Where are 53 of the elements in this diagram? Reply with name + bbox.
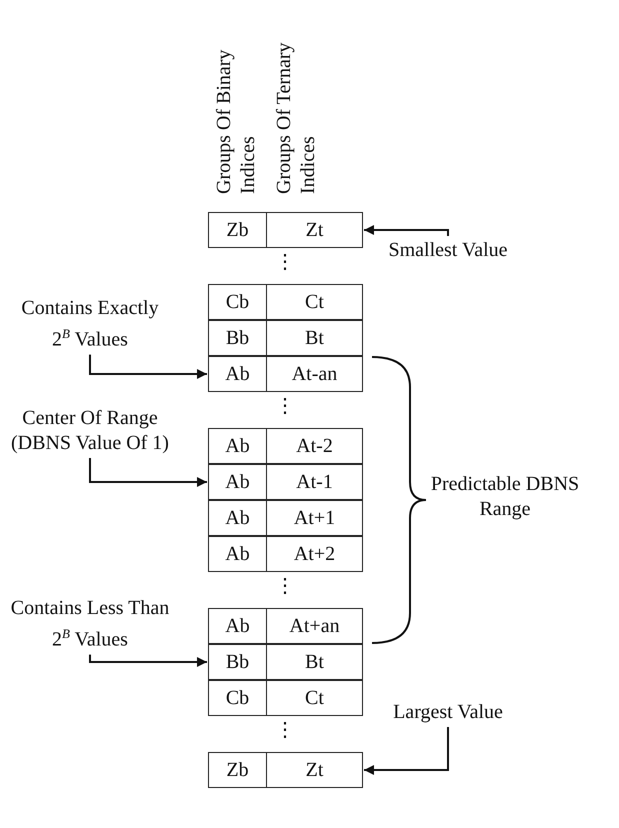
table-cell-text: At+1 <box>292 506 336 530</box>
table-row <box>208 284 363 320</box>
range-label: Predictable DBNS Range <box>430 472 580 522</box>
table-cell: Ab <box>209 501 267 535</box>
table-row <box>208 644 363 680</box>
ellipsis: ⋮ <box>274 250 296 275</box>
table-row <box>208 356 363 392</box>
table-cell: Cb <box>209 285 267 319</box>
table-cell-text: At+2 <box>292 542 336 566</box>
table-cell-text: Ct <box>304 290 325 314</box>
ellipsis: ⋮ <box>274 574 296 599</box>
annotation-text: Contains Exactly 2$^{B}$ Values <box>10 296 170 353</box>
arrow <box>364 727 449 775</box>
table-cell: Ab <box>209 357 267 391</box>
table-cell: Zb <box>209 213 267 247</box>
table-row <box>208 464 363 500</box>
ellipsis: ⋮ <box>274 718 296 743</box>
column-header: Groups Of Ternary Indices <box>272 41 320 194</box>
annotation-text: Smallest Value <box>378 238 518 263</box>
table-cell-text: At+an <box>288 614 341 638</box>
column-header: Groups Of Binary Indices <box>212 48 260 194</box>
table-cell: Bb <box>209 321 267 355</box>
table-cell-text: Bt <box>304 650 325 674</box>
annotation-text: Largest Value <box>378 700 518 725</box>
table-row <box>208 608 363 644</box>
arrow <box>89 458 207 487</box>
table-cell-text: Ct <box>304 686 325 710</box>
table-cell-text: Bt <box>304 326 325 350</box>
table-row <box>208 212 363 248</box>
ellipsis: ⋮ <box>274 394 296 419</box>
table-cell-text: Zt <box>304 218 324 242</box>
arrow <box>364 225 449 236</box>
table-cell: Ab <box>209 465 267 499</box>
table-cell: Ab <box>209 537 267 571</box>
table-cell-text: At-an <box>290 362 338 386</box>
table-cell-text: At-2 <box>295 434 334 458</box>
table-row <box>208 320 363 356</box>
table-cell: Ab <box>209 429 267 463</box>
annotation-text: Contains Less Than 2$^{B}$ Values <box>0 596 180 653</box>
arrow <box>89 354 207 379</box>
table-row <box>208 752 363 788</box>
table-cell-text: At-1 <box>295 470 334 494</box>
table-row <box>208 428 363 464</box>
table-row <box>208 500 363 536</box>
table-row <box>208 536 363 572</box>
table-row <box>208 680 363 716</box>
table-cell: Bb <box>209 645 267 679</box>
table-cell: Ab <box>209 609 267 643</box>
arrow <box>89 654 207 667</box>
table-cell-text: Zt <box>304 758 324 782</box>
annotation-text: Center Of Range (DBNS Value Of 1) <box>10 406 170 456</box>
table-cell: Zb <box>209 753 267 787</box>
table-cell: Cb <box>209 681 267 715</box>
